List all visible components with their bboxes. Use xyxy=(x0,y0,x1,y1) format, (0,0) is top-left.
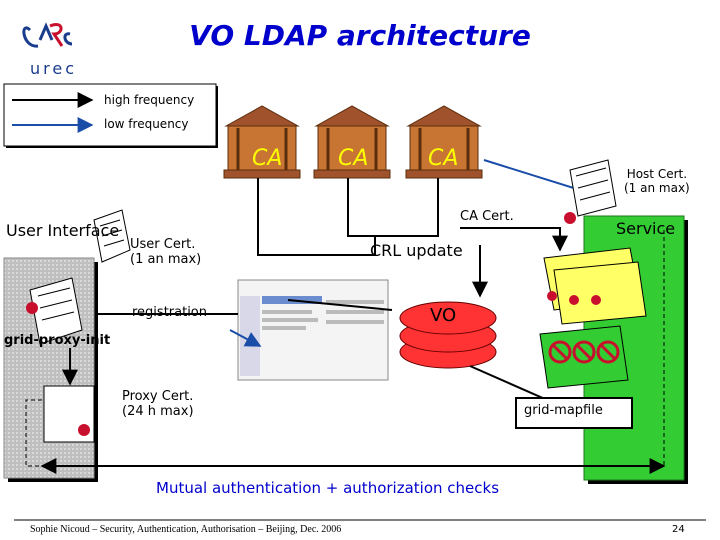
proxy-cert-card xyxy=(43,385,95,443)
legend-high-label: high frequency xyxy=(104,93,195,107)
crl-line-1 xyxy=(257,178,375,256)
registration-label: registration xyxy=(132,305,208,320)
user-cert-scroll xyxy=(93,209,131,263)
user-cert-label: User Cert. (1 an max) xyxy=(130,237,202,267)
ca-cert-label: CA Cert. xyxy=(460,209,514,224)
ca-label-1: CA xyxy=(252,146,283,171)
logo-text: urec xyxy=(30,59,78,78)
vo-label: VO xyxy=(430,305,457,326)
ca-building-1 xyxy=(223,105,301,179)
ca-cert-arrow xyxy=(460,227,568,252)
host-cert-scroll xyxy=(569,159,617,217)
user-cert-panel xyxy=(26,277,83,345)
cnrs-logo xyxy=(22,22,73,48)
crl-update-label: CRL update xyxy=(370,241,463,260)
ca-label-2: CA xyxy=(338,146,369,171)
page-number: 24 xyxy=(672,524,685,535)
crl-line-2 xyxy=(347,178,375,237)
crl-stack xyxy=(539,325,629,389)
host-cert-label: Host Cert. (1 an max) xyxy=(624,167,690,195)
grid-mapfile-box xyxy=(515,397,633,429)
ca-label-3: CA xyxy=(428,146,459,171)
user-interface-label: User Interface xyxy=(6,221,120,240)
ca-building-2 xyxy=(313,105,391,179)
mutual-auth-label: Mutual authentication + authorization ch… xyxy=(156,479,500,497)
proxy-cert-label: Proxy Cert. (24 h max) xyxy=(122,389,194,419)
vo-server-stack xyxy=(399,301,497,369)
grid-mapfile-label: grid-mapfile xyxy=(524,403,603,418)
legend-low-label: low frequency xyxy=(104,117,189,131)
legend-box xyxy=(3,83,218,148)
grid-proxy-init-label: grid-proxy-init xyxy=(4,333,111,348)
ca-building-3 xyxy=(405,105,483,179)
ca-cert-stack xyxy=(543,247,647,325)
service-label: Service xyxy=(616,219,676,238)
registration-screenshot xyxy=(237,279,389,381)
footer-text: Sophie Nicoud – Security, Authentication… xyxy=(30,524,342,535)
page-title: VO LDAP architecture xyxy=(189,19,531,52)
